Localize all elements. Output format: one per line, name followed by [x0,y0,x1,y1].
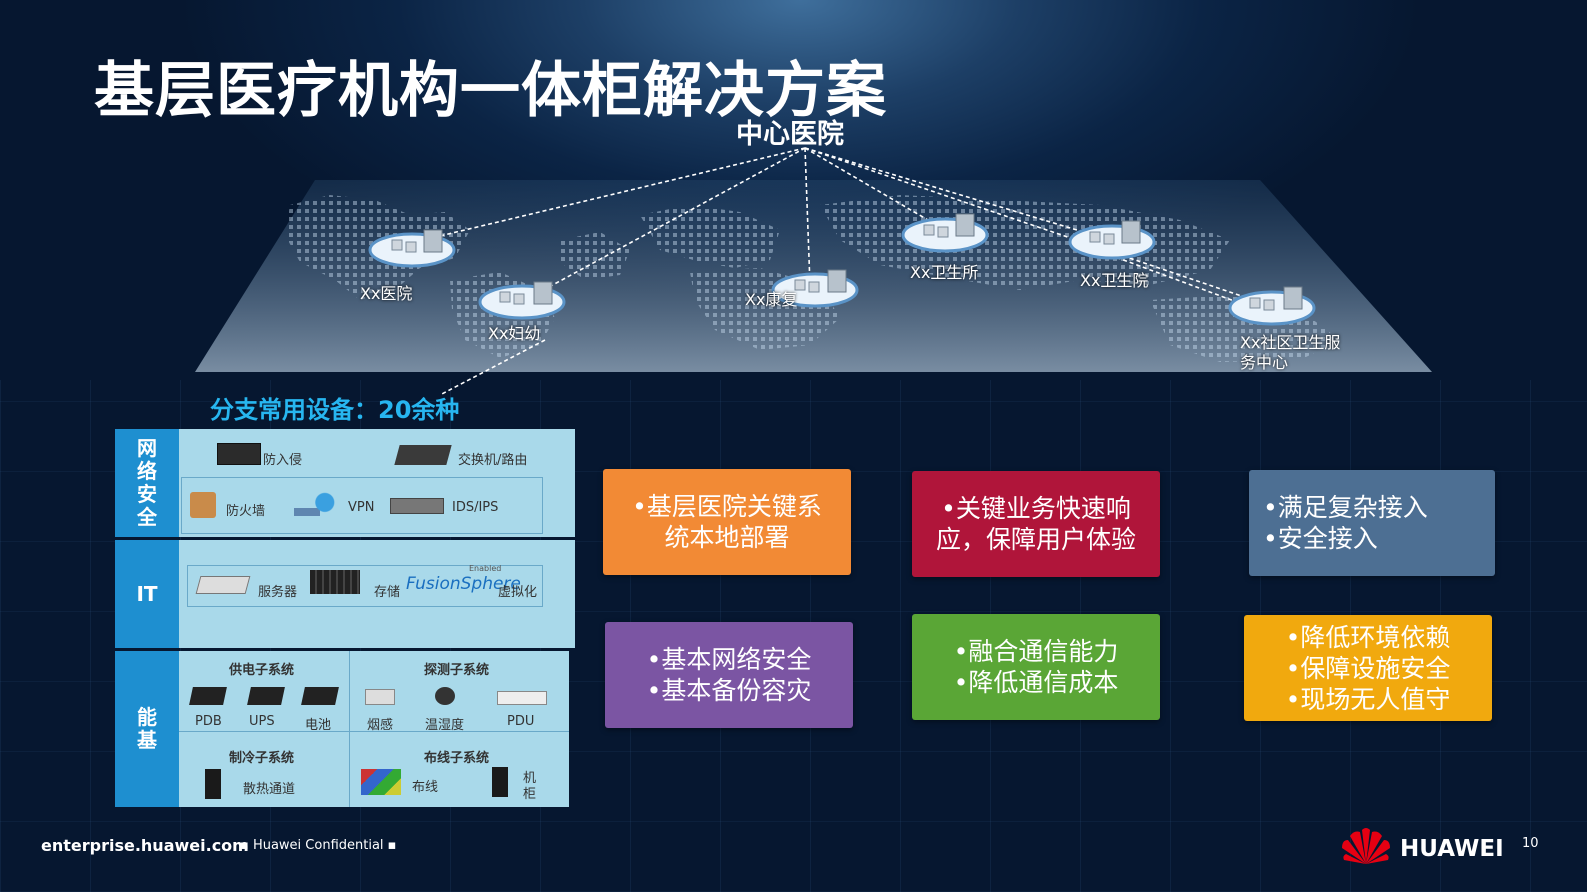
cooling-subsystem-heading: 制冷子系统 [229,751,295,766]
server-icon [195,576,251,594]
node-label-community-1: Xx社区卫生服 [1240,333,1341,352]
footer-confidential: ▪ Huawei Confidential ▪ [240,838,397,853]
storage-icon [310,570,360,594]
card-6-line-2: •保障设施安全 [1285,653,1451,683]
page-number: 10 [1522,836,1539,851]
cooling-rack-icon [205,769,221,799]
center-hospital-label: 中心医院 [736,119,844,150]
benefit-card-security-backup: •基本网络安全 •基本备份容灾 [605,622,853,728]
node-label-health-center: Xx卫生院 [1080,271,1149,290]
cabling-subsystem-heading: 布线子系统 [424,751,490,766]
label-switch-router: 交换机/路由 [458,453,528,468]
infra-divider-horizontal [179,731,569,732]
label-cabinet-2: 柜 [523,787,537,802]
node-label-community-2: 务中心 [1240,353,1289,372]
fusionsphere-tag: Enabled [469,564,502,573]
node-xx-rehab-icon [771,269,859,308]
equipment-panel: 网络安全 防入侵 交换机/路由 防火墙 VPN IDS/IPS IT 服务器 存… [115,429,575,807]
page-title: 基层医疗机构一体柜解决方案 [94,56,887,126]
pdu-icon [497,691,547,705]
label-firewall: 防火墙 [226,504,266,519]
label-server: 服务器 [258,585,298,600]
node-xx-health-center-icon [1068,220,1156,260]
branch-equipment-title: 分支常用设备：20余种 [210,396,460,424]
fusionsphere-logo: FusionSphere [406,574,521,594]
it-sub-box: 服务器 存储 FusionSphere Enabled 虚拟化 [187,564,543,607]
label-vpn: VPN [348,500,375,515]
sensing-subsystem-heading: 探测子系统 [424,663,490,678]
label-ups: UPS [249,714,275,729]
node-xx-hospital-icon [368,229,456,268]
switch-router-icon [394,445,452,465]
ids-ips-icon [390,498,444,514]
network-links [414,147,1269,396]
card-3-line-2: •安全接入 [1263,524,1378,553]
label-cabling: 布线 [412,780,439,795]
card-6-line-1: •降低环境依赖 [1285,622,1451,652]
it-area: 服务器 存储 FusionSphere Enabled 虚拟化 [179,540,575,648]
label-virtualization: 虚拟化 [498,585,538,600]
label-pdu: PDU [507,714,535,729]
benefit-card-access: •满足复杂接入 •安全接入 [1249,470,1495,576]
node-label-hospital: Xx医院 [360,284,413,303]
label-cabinet-1: 机 [523,771,537,786]
firewall-icon [190,492,216,518]
card-1-line-2: 统本地部署 [664,523,790,552]
benefit-card-communication: •融合通信能力 •降低通信成本 [912,614,1160,720]
card-1-line-1: •基层医院关键系 [632,492,822,521]
cabling-icon [361,769,401,795]
network-security-area: 防入侵 交换机/路由 防火墙 VPN IDS/IPS [179,429,575,537]
node-label-maternal: Xx妇幼 [488,324,541,343]
node-xx-clinic-icon [901,213,989,253]
ups-icon [247,687,285,705]
infrastructure-area: 供电子系统 PDB UPS 电池 探测子系统 烟感 温湿度 PDU 制冷子系统 … [179,651,569,807]
label-smoke-sensor: 烟感 [367,718,394,733]
security-sub-box: 防火墙 VPN IDS/IPS [181,477,543,534]
vpn-icon [294,492,338,518]
temp-humidity-icon [435,687,455,705]
map-nodes [368,213,1316,326]
node-label-clinic: Xx卫生所 [910,263,979,282]
node-xx-maternal-icon [478,281,566,320]
pdb-icon [189,687,227,705]
category-it: IT [115,540,179,648]
cabinet-icon [492,767,508,797]
label-intrusion-prevention: 防入侵 [263,453,303,468]
label-pdb: PDB [195,714,222,729]
card-6-line-3: •现场无人值守 [1285,684,1451,714]
label-battery: 电池 [305,718,332,733]
label-storage: 存储 [374,585,401,600]
benefit-card-fast-response: •关键业务快速响 应，保障用户体验 [912,471,1160,577]
card-3-line-1: •满足复杂接入 [1263,493,1428,522]
smoke-sensor-icon [365,689,395,705]
benefit-card-local-deploy: •基层医院关键系 统本地部署 [603,469,851,575]
infra-divider-vertical [349,651,350,807]
node-label-rehab: Xx康复 [745,290,798,309]
label-temp-humidity: 温湿度 [425,718,465,733]
card-4-line-2: •基本备份容灾 [646,676,812,705]
power-subsystem-heading: 供电子系统 [229,663,295,678]
card-2-line-1: •关键业务快速响 [941,494,1131,523]
node-xx-community-icon [1228,286,1316,326]
benefit-card-environment: •降低环境依赖 •保障设施安全 •现场无人值守 [1244,615,1492,721]
footer-url: enterprise.huawei.com [41,836,249,855]
ips-device-icon [217,443,261,465]
card-5-line-2: •降低通信成本 [953,668,1119,697]
huawei-brand-text: HUAWEI [1400,836,1504,862]
category-infrastructure: 能基 [115,651,179,807]
label-ids-ips: IDS/IPS [452,500,499,515]
category-network-security: 网络安全 [115,429,179,537]
battery-icon [301,687,339,705]
label-cooling-channel: 散热通道 [243,782,296,797]
huawei-logo-icon [1342,828,1390,864]
card-5-line-1: •融合通信能力 [953,637,1119,666]
card-4-line-1: •基本网络安全 [646,645,812,674]
card-2-line-2: 应，保障用户体验 [935,525,1136,554]
